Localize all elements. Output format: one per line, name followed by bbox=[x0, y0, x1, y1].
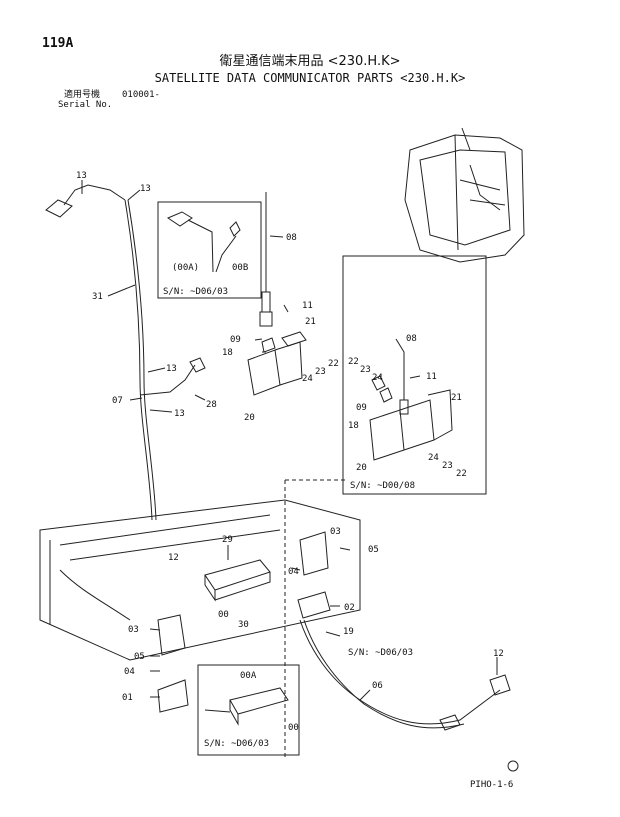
serial-label-japanese: 適用号機 bbox=[64, 90, 101, 100]
callout-04: 04 bbox=[124, 667, 135, 677]
callout-24: 24 bbox=[302, 374, 313, 384]
title-english: SATELLITE DATA COMMUNICATOR PARTS <230.H… bbox=[154, 71, 466, 85]
callout-01: 01 bbox=[122, 693, 133, 703]
callout-12: 12 bbox=[493, 649, 504, 659]
callout-13: 13 bbox=[174, 409, 185, 419]
callout-29: 29 bbox=[222, 535, 233, 545]
callout-13: 13 bbox=[166, 364, 177, 374]
callout-00: 00 bbox=[218, 610, 229, 620]
callout-19: 19 bbox=[343, 627, 354, 637]
callout-05: 05 bbox=[368, 545, 379, 555]
serial-note-1: S/N: ~D06/03 bbox=[163, 287, 228, 297]
callout-21: 21 bbox=[305, 317, 316, 327]
callout-00a: 00A bbox=[240, 671, 257, 681]
callout-03: 03 bbox=[330, 527, 341, 537]
callout-20: 20 bbox=[356, 463, 367, 473]
callout-09: 09 bbox=[230, 335, 241, 345]
callout-labels: 13 13 31 (00A) 00B S/N: ~D06/03 08 11 21… bbox=[76, 171, 504, 749]
footer-code: PIHO-1-6 bbox=[470, 780, 514, 790]
title-japanese: 衛星通信端末用品 <230.H.K> bbox=[219, 54, 401, 69]
callout-28: 28 bbox=[206, 400, 217, 410]
callout-18: 18 bbox=[348, 421, 359, 431]
callout-08: 08 bbox=[406, 334, 417, 344]
callout-03: 03 bbox=[128, 625, 139, 635]
bracket-right bbox=[297, 531, 331, 619]
callout-00: 00 bbox=[288, 723, 299, 733]
bracket-assembly-upper bbox=[247, 331, 307, 396]
callout-00a: (00A) bbox=[172, 263, 199, 273]
harness-31 bbox=[124, 199, 206, 521]
callout-21: 21 bbox=[451, 393, 462, 403]
callout-07: 07 bbox=[112, 396, 123, 406]
cab-outline bbox=[404, 127, 525, 263]
callout-23: 23 bbox=[315, 367, 326, 377]
callout-02: 02 bbox=[344, 603, 355, 613]
antenna-upper bbox=[259, 192, 273, 327]
callout-24: 24 bbox=[372, 373, 383, 383]
callout-05: 05 bbox=[134, 652, 145, 662]
callout-06: 06 bbox=[372, 681, 383, 691]
callout-04: 04 bbox=[288, 567, 299, 577]
harness-06 bbox=[299, 619, 511, 731]
bracket-left bbox=[157, 614, 189, 713]
callout-24: 24 bbox=[428, 453, 439, 463]
leader-lines bbox=[81, 180, 498, 701]
inset-box-1 bbox=[157, 201, 262, 299]
callout-30: 30 bbox=[238, 620, 249, 630]
serial-value: 010001- bbox=[122, 90, 160, 100]
controller-unit bbox=[204, 559, 271, 602]
callout-22: 22 bbox=[456, 469, 467, 479]
page-code: 119A bbox=[42, 36, 74, 51]
revision-circle-icon bbox=[507, 760, 519, 772]
callout-13: 13 bbox=[76, 171, 87, 181]
callout-31: 31 bbox=[92, 292, 103, 302]
callout-22: 22 bbox=[348, 357, 359, 367]
callout-08: 08 bbox=[286, 233, 297, 243]
inset-box-3 bbox=[197, 664, 300, 756]
inset-box-2 bbox=[342, 255, 487, 495]
callout-20: 20 bbox=[244, 413, 255, 423]
callout-23: 23 bbox=[442, 461, 453, 471]
callout-13: 13 bbox=[140, 184, 151, 194]
callout-23: 23 bbox=[360, 365, 371, 375]
callout-00b: 00B bbox=[232, 263, 248, 273]
callout-18: 18 bbox=[222, 348, 233, 358]
callout-22: 22 bbox=[328, 359, 339, 369]
platform-frame bbox=[39, 499, 361, 661]
serial-note-3: S/N: ~D06/03 bbox=[348, 648, 413, 658]
callout-11: 11 bbox=[302, 301, 313, 311]
serial-enclosure-dashed bbox=[284, 479, 345, 760]
gps-antenna bbox=[45, 184, 126, 218]
callout-12: 12 bbox=[168, 553, 179, 563]
callout-09: 09 bbox=[356, 403, 367, 413]
serial-note-2: S/N: ~D00/08 bbox=[350, 481, 415, 491]
serial-label-english: Serial No. bbox=[58, 100, 113, 110]
callout-11: 11 bbox=[426, 372, 437, 382]
serial-note-4: S/N: ~D06/03 bbox=[204, 739, 269, 749]
